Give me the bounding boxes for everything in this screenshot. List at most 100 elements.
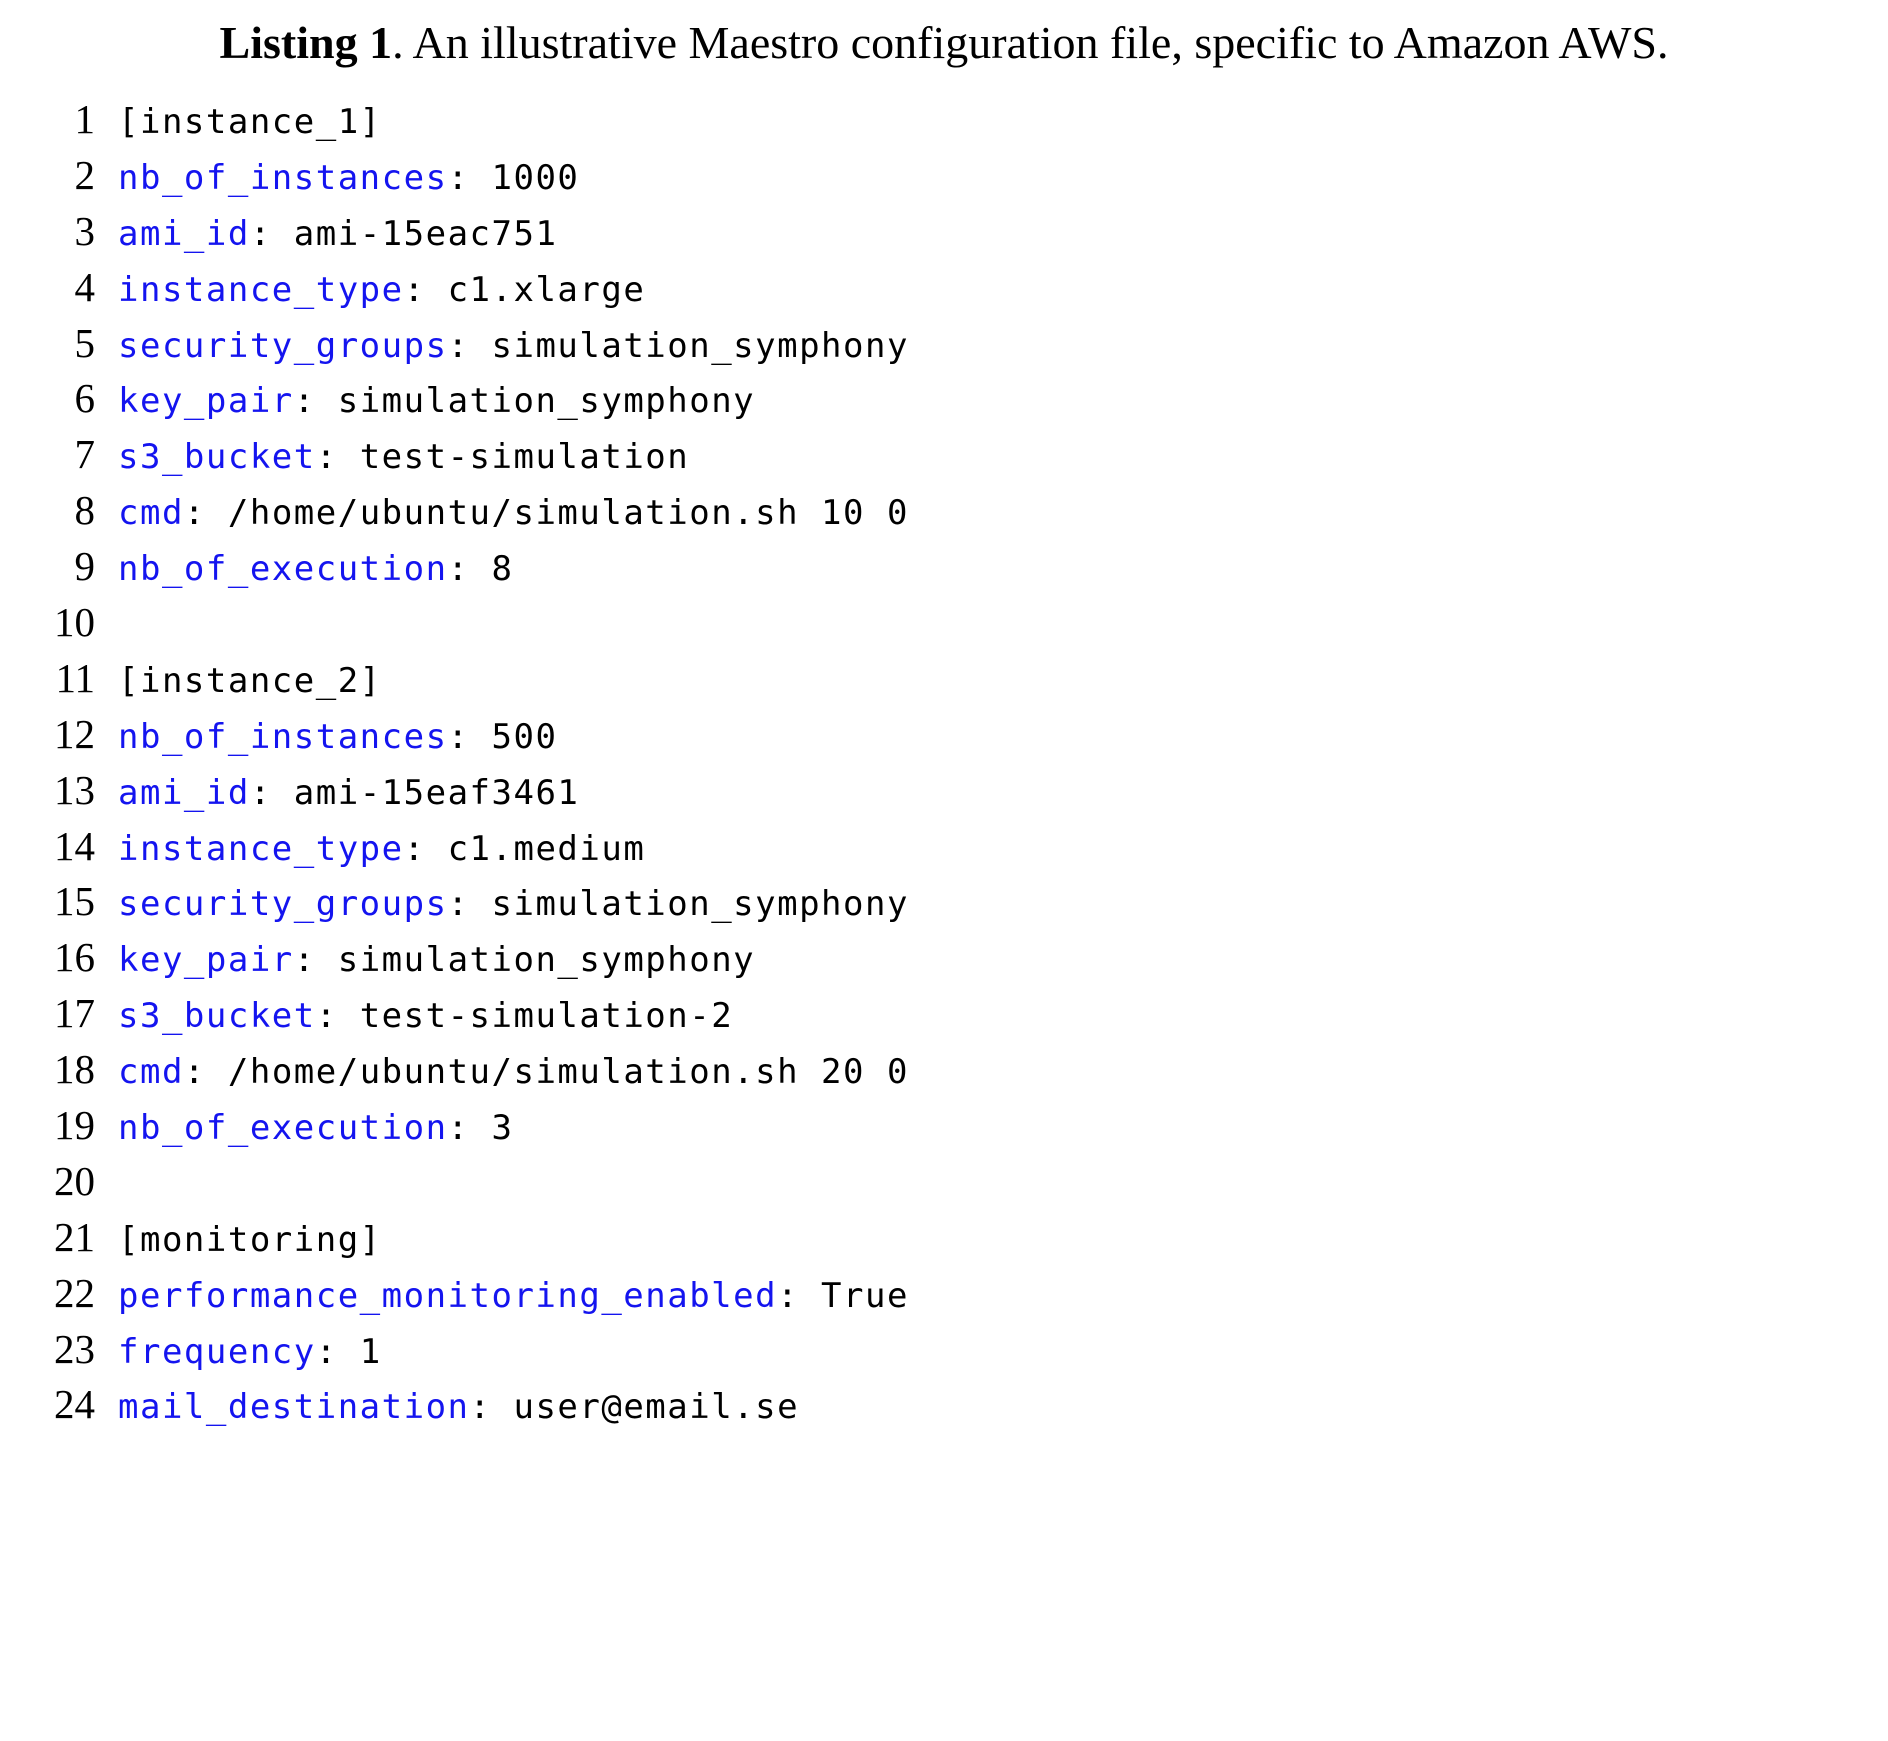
config-colon: : <box>249 772 272 813</box>
config-colon: : <box>403 269 426 310</box>
config-key: security_groups <box>118 325 448 366</box>
config-value: simulation_symphony <box>315 381 756 422</box>
config-key: instance_type <box>118 269 404 310</box>
code-line-content: nb_of_instances: 500 <box>118 710 1888 766</box>
config-key: instance_type <box>118 828 404 869</box>
config-colon: : <box>315 437 338 478</box>
line-number: 16 <box>54 934 95 981</box>
code-line-content: [instance_1] <box>118 95 1888 151</box>
config-value: test-simulation <box>337 437 690 478</box>
config-colon: : <box>315 996 338 1037</box>
config-value: /home/ubuntu/simulation.sh 10 0 <box>205 493 909 534</box>
code-line: 7 s3_bucket: test-simulation <box>0 427 1888 483</box>
config-key: ami_id <box>118 772 250 813</box>
listing-caption-label: Listing 1 <box>219 17 393 68</box>
code-line-content: nb_of_execution: 8 <box>118 542 1888 598</box>
config-key: mail_destination <box>118 1387 470 1428</box>
listing-caption-text: . An illustrative Maestro configuration … <box>392 17 1669 68</box>
config-key: security_groups <box>118 884 448 925</box>
config-value: ami-15eac751 <box>271 213 558 254</box>
code-line-content: nb_of_execution: 3 <box>118 1101 1888 1157</box>
code-line-content: key_pair: simulation_symphony <box>118 374 1888 430</box>
config-colon: : <box>469 1387 492 1428</box>
code-line-content: frequency: 1 <box>118 1325 1888 1381</box>
config-colon: : <box>293 940 316 981</box>
line-number: 2 <box>74 151 96 198</box>
line-number: 14 <box>54 822 95 869</box>
config-value: simulation_symphony <box>315 940 756 981</box>
line-number: 22 <box>54 1269 95 1316</box>
config-key: nb_of_instances <box>118 157 448 198</box>
config-key: performance_monitoring_enabled <box>118 1275 778 1316</box>
line-number: 10 <box>54 599 95 646</box>
code-line: 21[monitoring] <box>0 1210 1888 1266</box>
config-value: 3 <box>469 1108 514 1149</box>
line-number: 18 <box>54 1046 95 1093</box>
line-number: 1 <box>74 96 96 142</box>
code-line: 15 security_groups: simulation_symphony <box>0 874 1888 930</box>
line-number: 24 <box>54 1381 95 1428</box>
config-value: 1 <box>337 1331 382 1372</box>
line-number: 13 <box>54 766 95 813</box>
config-key: cmd <box>118 1052 184 1093</box>
code-line: 16 key_pair: simulation_symphony <box>0 930 1888 986</box>
config-colon: : <box>183 1052 206 1093</box>
code-line-content: [monitoring] <box>118 1213 1888 1269</box>
config-key: nb_of_execution <box>118 549 448 590</box>
config-colon: : <box>447 884 470 925</box>
code-line-content: cmd: /home/ubuntu/simulation.sh 10 0 <box>118 486 1888 542</box>
config-section-header: [instance_2] <box>118 660 382 701</box>
line-number: 20 <box>54 1157 95 1204</box>
code-line-content: [instance_2] <box>118 654 1888 710</box>
config-key: key_pair <box>118 381 294 422</box>
code-line-content: key_pair: simulation_symphony <box>118 933 1888 989</box>
config-key: nb_of_execution <box>118 1108 448 1149</box>
code-line: 2 nb_of_instances: 1000 <box>0 148 1888 204</box>
line-number: 11 <box>55 654 95 701</box>
config-value: simulation_symphony <box>469 325 909 366</box>
config-colon: : <box>447 549 470 590</box>
config-colon: : <box>447 325 470 366</box>
code-block: 1 [instance_1] 2 nb_of_instances: 1000 3 ami_… <box>0 92 1888 1433</box>
code-line: 22 performance_monitoring_enabled: True <box>0 1266 1888 1322</box>
line-number: 23 <box>54 1325 95 1372</box>
line-number: 5 <box>74 319 96 366</box>
config-colon: : <box>447 716 470 757</box>
line-number: 8 <box>74 487 96 534</box>
code-line: 24 mail_destination: user@email.se <box>0 1377 1888 1433</box>
config-key: s3_bucket <box>118 437 316 478</box>
line-number: 3 <box>74 207 96 254</box>
listing-caption: Listing 1. An illustrative Maestro confi… <box>0 14 1888 72</box>
code-line-content: mail_destination: user@email.se <box>118 1380 1888 1436</box>
code-line: 1 [instance_1] <box>0 92 1888 148</box>
line-number: 4 <box>74 263 96 310</box>
code-line: 20 <box>0 1154 1888 1210</box>
code-line-content: nb_of_instances: 1000 <box>118 151 1888 207</box>
code-line-content: performance_monitoring_enabled: True <box>118 1269 1888 1325</box>
config-value: c1.medium <box>425 828 646 869</box>
config-section-header: [monitoring] <box>118 1219 382 1260</box>
config-colon: : <box>315 1331 338 1372</box>
code-line-content: security_groups: simulation_symphony <box>118 877 1888 933</box>
code-line-content: s3_bucket: test-simulation <box>118 430 1888 486</box>
code-line: 10 <box>0 595 1888 651</box>
config-key: frequency <box>118 1331 316 1372</box>
config-key: nb_of_instances <box>118 716 448 757</box>
config-value: 1000 <box>469 157 580 198</box>
line-number: 15 <box>54 878 95 925</box>
line-number: 7 <box>74 431 96 478</box>
code-line-content: s3_bucket: test-simulation-2 <box>118 989 1888 1045</box>
config-key: key_pair <box>118 940 294 981</box>
config-value: test-simulation-2 <box>337 996 734 1037</box>
config-value: 8 <box>469 549 514 590</box>
config-colon: : <box>447 157 470 198</box>
config-colon: : <box>183 493 206 534</box>
